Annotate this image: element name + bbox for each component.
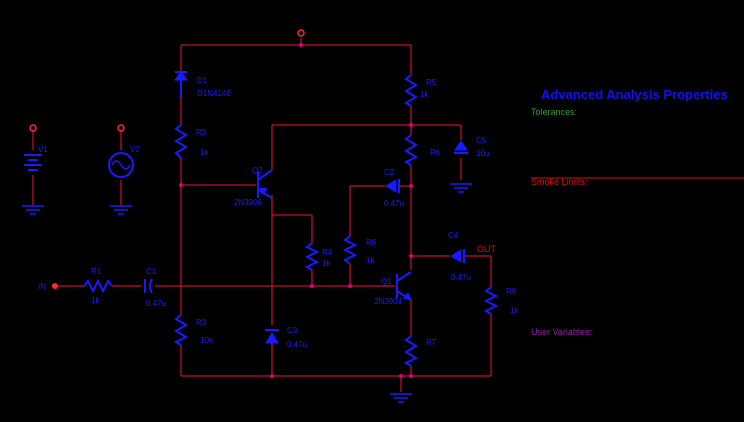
resistor-r8-icon[interactable] [342, 235, 358, 265]
junctions [179, 43, 413, 378]
transistor-q1-icon[interactable] [396, 271, 412, 301]
capacitor-c3-icon[interactable] [265, 329, 279, 344]
smoke-limits-heading[interactable]: Smoke Limits: [531, 177, 588, 187]
out-label: OUT [477, 244, 497, 254]
battery-v1-icon[interactable] [22, 154, 44, 215]
r2-value: 1k [200, 148, 209, 157]
diode-d1-icon[interactable] [174, 71, 188, 98]
r5-value: 1k [420, 90, 429, 99]
c5-value: 10u [476, 149, 489, 158]
user-variables-heading[interactable]: User Variables: [531, 327, 592, 337]
resistor-r3-icon[interactable] [173, 314, 189, 346]
ground-icon [390, 393, 412, 403]
v2-pin[interactable] [117, 124, 125, 132]
v2-label: V2 [130, 145, 140, 154]
resistor-r2-icon[interactable] [174, 124, 188, 159]
r9-label: R9 [506, 287, 517, 296]
r4-label: R4 [322, 248, 333, 257]
resistor-r9-icon[interactable] [483, 286, 499, 315]
capacitor-c5-icon[interactable] [450, 140, 472, 193]
q1-value: 2N3904 [374, 297, 403, 306]
in-pin[interactable] [52, 283, 58, 289]
r9-value: 1k [510, 306, 519, 315]
c5-label: C5 [476, 136, 487, 145]
c4-label: C4 [448, 231, 459, 240]
c4-value: 0.47u [451, 273, 471, 282]
r3-label: R3 [196, 318, 207, 327]
resistor-r1-icon[interactable] [83, 278, 113, 294]
v1-pin[interactable] [29, 124, 37, 132]
in-label: IN [38, 282, 46, 291]
q1-label: Q1 [381, 277, 392, 286]
capacitor-c4-icon[interactable] [450, 249, 465, 263]
analysis-panel: Advanced Analysis Properties Tolerances:… [531, 87, 744, 337]
r5-label: R5 [426, 78, 437, 87]
resistor-r4-icon[interactable] [304, 242, 320, 271]
c1-value: 0.47u [146, 299, 166, 308]
r8-label: R8 [366, 238, 377, 247]
panel-title: Advanced Analysis Properties [541, 87, 728, 102]
r4-value: 1k [322, 259, 331, 268]
c2-value: 0.47u [384, 199, 404, 208]
vcc-pin[interactable] [297, 29, 305, 37]
sine-source-v2-icon[interactable] [108, 152, 134, 215]
wires [32, 38, 492, 392]
d1-value: D1N4148 [197, 89, 231, 98]
v1-label: V1 [38, 145, 48, 154]
capacitor-c2-icon[interactable] [385, 179, 400, 193]
r1-label: R1 [91, 267, 102, 276]
r6-label: R6 [430, 148, 441, 157]
transistor-q2-icon[interactable] [257, 169, 273, 199]
tolerances-heading[interactable]: Tolerances: [531, 107, 577, 117]
resistor-r5-icon[interactable] [404, 74, 418, 107]
c3-label: C3 [287, 326, 298, 335]
q2-label: Q2 [252, 166, 263, 175]
c3-value: 0.47u [287, 340, 307, 349]
c2-label: C2 [384, 168, 395, 177]
c1-label: C1 [146, 267, 157, 276]
r2-label: R2 [196, 128, 207, 137]
r8-value: 1k [366, 256, 375, 265]
d1-label: D1 [197, 76, 208, 85]
capacitor-c1-icon[interactable] [144, 278, 153, 294]
r3-value: 10k [200, 336, 214, 345]
pins [29, 29, 305, 289]
r7-label: R7 [426, 338, 437, 347]
resistor-r6-icon[interactable] [403, 134, 419, 166]
q2-value: 2N3906 [234, 198, 263, 207]
r1-value: 1k [91, 296, 100, 305]
resistor-r7-icon[interactable] [403, 335, 419, 367]
